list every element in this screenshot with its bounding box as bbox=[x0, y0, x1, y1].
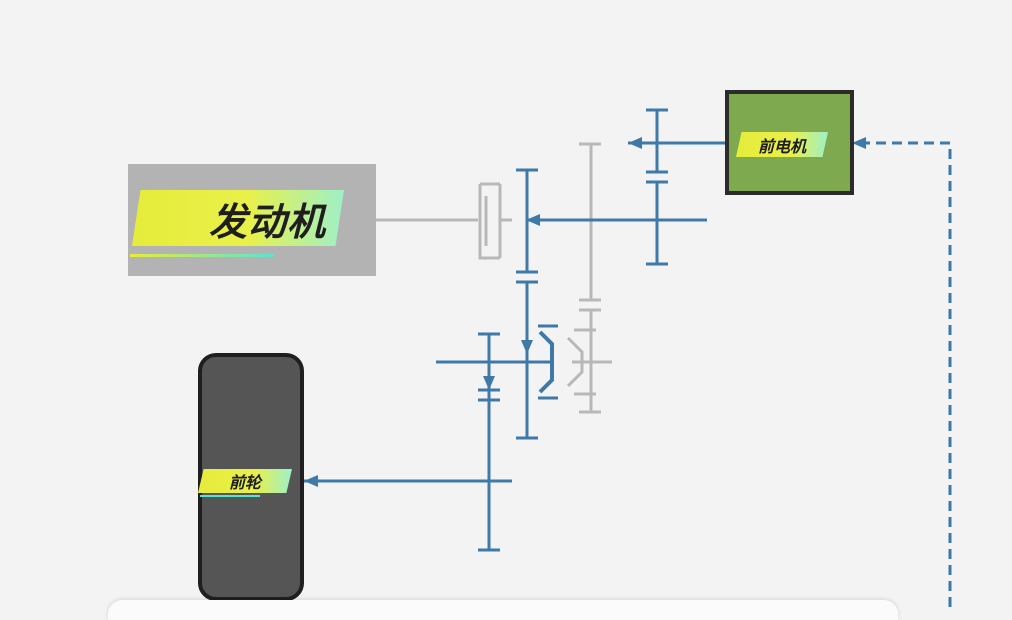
front-wheel-label-underline bbox=[200, 495, 260, 497]
front-wheel-label: 前轮 bbox=[228, 473, 261, 492]
motor-arrow bbox=[628, 137, 642, 149]
output-arrow bbox=[521, 340, 533, 354]
front-wheel-label-tag: 前轮 bbox=[198, 469, 292, 493]
battery-dashed-line bbox=[856, 141, 952, 607]
clutch-outer bbox=[478, 182, 500, 260]
bottom-card-edge bbox=[108, 600, 898, 620]
final-drive-arrow bbox=[483, 376, 495, 390]
wheel-arrow bbox=[304, 475, 318, 487]
front-motor-label: 前电机 bbox=[757, 136, 806, 156]
battery-arrow bbox=[852, 137, 866, 149]
engine-label: 发动机 bbox=[208, 199, 326, 244]
diagram-lines bbox=[304, 108, 952, 607]
powertrain-diagram: 发动机 前电机 前轮 bbox=[128, 90, 952, 607]
front-motor-label-tag: 前电机 bbox=[736, 132, 828, 157]
engine-label-underline bbox=[130, 254, 274, 257]
engine-label-tag: 发动机 bbox=[132, 190, 344, 246]
input-arrow bbox=[526, 214, 540, 226]
